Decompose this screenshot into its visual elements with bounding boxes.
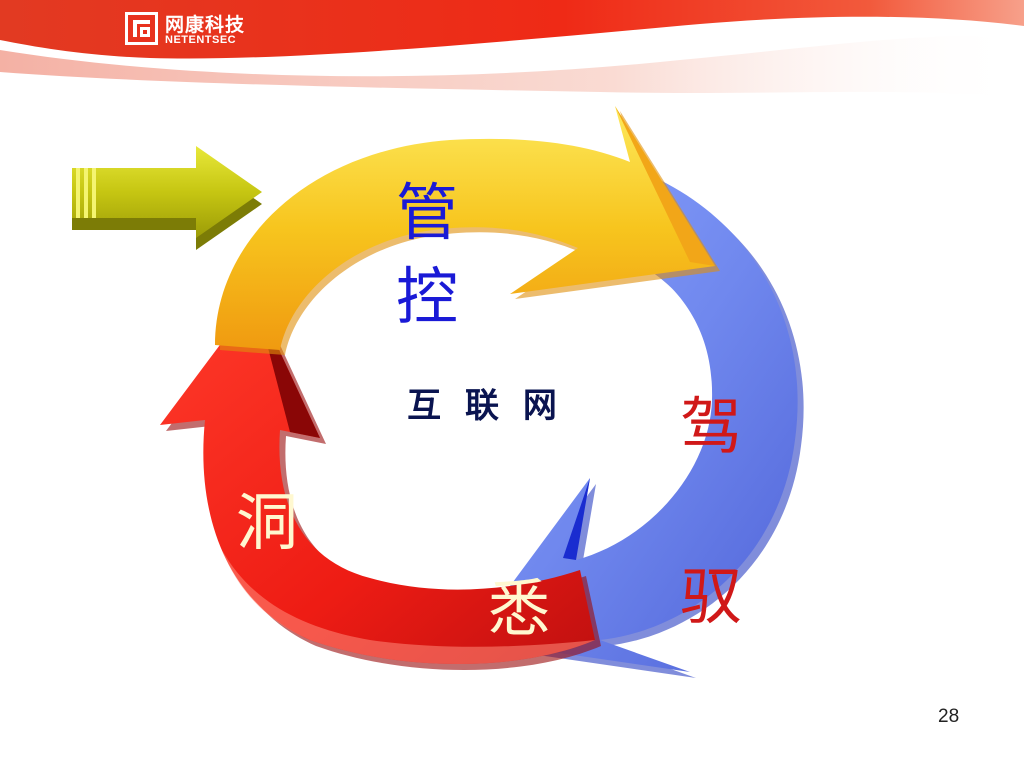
logo-text-en: NETENTSEC	[165, 34, 237, 46]
yellow-arrow	[215, 106, 720, 355]
center-label: 互 联 网	[407, 386, 563, 426]
logo-text-cn: 网康科技	[165, 14, 246, 36]
company-logo: 网康科技 NETENTSEC	[125, 12, 259, 52]
page-number: 28	[938, 706, 960, 727]
char-guan: 管	[396, 176, 459, 249]
char-dong: 洞	[236, 486, 299, 559]
char-jia: 驾	[680, 390, 743, 463]
logo-mark-icon	[125, 12, 158, 45]
char-kong: 控	[396, 260, 459, 333]
char-yu: 驭	[680, 560, 743, 633]
char-xi: 悉	[488, 572, 551, 645]
banner-fade-band	[0, 36, 1024, 98]
banner-main-band	[0, 0, 1024, 59]
blue-arrow	[470, 180, 804, 678]
pointer-arrow	[72, 146, 262, 250]
header-banner	[0, 0, 1024, 98]
